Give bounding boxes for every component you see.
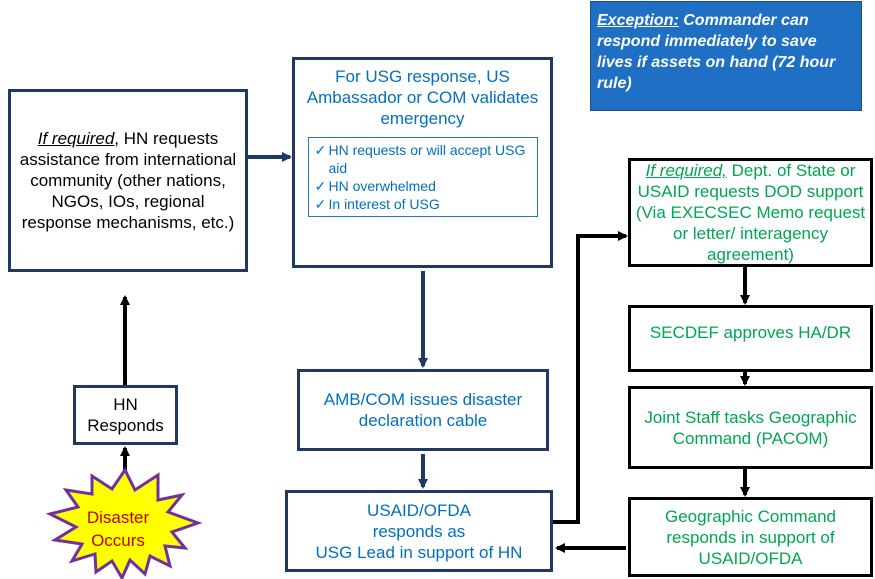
hn-responds-line-2: Responds <box>87 416 164 435</box>
amb-declaration-text: AMB/COM issues disaster declaration cabl… <box>323 390 523 430</box>
checklist-item: ✓In interest of USG <box>315 195 533 213</box>
criteria-checklist: ✓HN requests or will accept USG aid ✓HN … <box>307 137 538 217</box>
check-icon: ✓ <box>314 178 327 194</box>
exception-lead: Exception: <box>597 12 679 29</box>
exception-callout: Exception: Commander can respond immedia… <box>590 1 862 111</box>
secdef-text: SECDEF approves HA/DR <box>649 323 852 342</box>
checklist-item-label: In interest of USG <box>328 196 440 212</box>
validate-title: For USG response, US Ambassador or COM v… <box>306 67 539 128</box>
secdef-box: SECDEF approves HA/DR <box>628 305 873 372</box>
usaid-line-2: responds as <box>372 521 466 541</box>
usaid-lead-box: USAID/OFDA responds as USG Lead in suppo… <box>285 490 553 572</box>
check-icon: ✓ <box>314 196 327 212</box>
amb-declaration-box: AMB/COM issues disaster declaration cabl… <box>297 369 549 451</box>
dos-request-lead: If required, <box>645 161 727 180</box>
hn-responds-box: HN Responds <box>73 385 178 445</box>
joint-staff-text: Joint Staff tasks Geographic Command (PA… <box>644 407 857 448</box>
validate-box: For USG response, US Ambassador or COM v… <box>292 57 553 268</box>
checklist-item: ✓HN overwhelmed <box>315 177 533 195</box>
hn-responds-line-1: HN <box>113 395 138 414</box>
dos-request-body: Dept. of State or USAID requests DOD sup… <box>635 161 866 264</box>
geographic-command-text: Geographic Command responds in support o… <box>664 506 837 568</box>
disaster-label: Disaster Occurs <box>74 506 162 552</box>
dos-request-text: If required, Dept. of State or USAID req… <box>635 160 866 265</box>
exception-text: Commander can respond immediately to sav… <box>597 12 836 92</box>
hn-request-body: , HN requests assistance from internatio… <box>19 129 237 232</box>
geographic-command-box: Geographic Command responds in support o… <box>628 497 873 577</box>
usaid-line-3: USG Lead in support of HN <box>315 542 523 562</box>
check-icon: ✓ <box>314 142 327 158</box>
checklist-item: ✓HN requests or will accept USG aid <box>315 141 533 177</box>
disaster-line-1: Disaster <box>86 508 150 527</box>
hn-request-text: If required, HN requests assistance from… <box>17 128 239 233</box>
hn-request-box: If required, HN requests assistance from… <box>8 89 248 272</box>
disaster-line-2: Occurs <box>91 531 145 550</box>
hn-request-lead: If required <box>37 129 115 148</box>
usaid-line-1: USAID/OFDA <box>367 500 471 520</box>
checklist-item-label: HN overwhelmed <box>328 178 436 194</box>
checklist-item-label: HN requests or will accept USG aid <box>328 142 526 176</box>
joint-staff-box: Joint Staff tasks Geographic Command (PA… <box>628 386 873 469</box>
disaster-burst-shape <box>45 467 203 579</box>
dos-request-box: If required, Dept. of State or USAID req… <box>628 158 873 267</box>
